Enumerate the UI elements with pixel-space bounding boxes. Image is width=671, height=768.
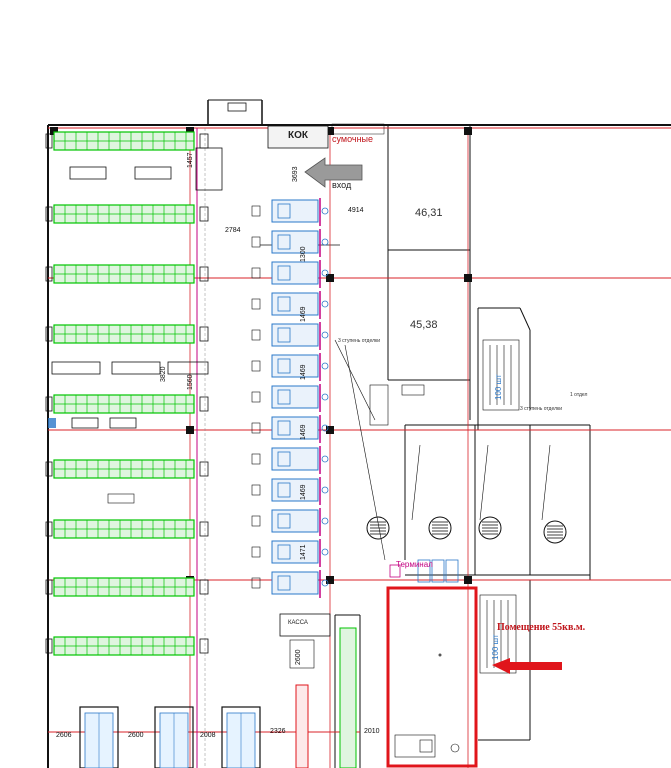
bay-count-2: 100 шт	[491, 634, 500, 660]
display-case	[154, 706, 194, 768]
shelf-rack	[45, 636, 209, 656]
entrance-area: КОК сумочные вход	[267, 123, 385, 190]
structural-columns	[50, 127, 472, 584]
dim-2600-b: 2600	[295, 649, 302, 665]
zone-label-3: 3 ступень отделки	[520, 406, 562, 412]
red-vertical-rack	[295, 684, 309, 768]
bag-storage-label: сумочные	[332, 134, 373, 144]
terminal-label: Терминал	[396, 560, 433, 569]
shelf-rack	[45, 131, 209, 151]
dim-1469-a: 1469	[300, 306, 307, 322]
checkout-counter	[251, 353, 329, 381]
checkout-counter	[251, 415, 329, 443]
top-left-fixtures	[48, 147, 223, 504]
dim-1471: 1471	[300, 544, 307, 560]
ventilation-units	[366, 444, 567, 544]
terminal-area: Терминал	[389, 559, 459, 583]
checkout-counter	[251, 508, 329, 536]
dim-4914: 4914	[348, 207, 364, 214]
dim-2606: 2606	[56, 732, 72, 739]
display-case	[79, 706, 119, 768]
checkout-counter	[251, 260, 329, 288]
shelf-rack	[45, 577, 209, 597]
vent-icon	[543, 520, 567, 544]
rooms: 46,31 45,38 3 ступень отделки 1 отдел 3 …	[334, 207, 587, 561]
column-marker	[186, 127, 194, 135]
checkout-counter	[251, 539, 329, 567]
dim-1469-d: 1469	[300, 484, 307, 500]
shelving-racks	[45, 131, 209, 656]
checkout-counter	[251, 198, 329, 226]
storage-bays: 100 шт 100 шт	[479, 339, 520, 674]
shelf-rack	[45, 264, 209, 284]
bottom-display-cases	[79, 706, 261, 768]
column-marker	[464, 274, 472, 282]
shelf-rack	[45, 204, 209, 224]
dimension-labels: 2784 4914 2606 2600 2008 2326 2010 3820 …	[56, 152, 380, 739]
zone-label-1: 3 ступень отделки	[338, 338, 380, 344]
dim-1457: 1457	[187, 152, 194, 168]
checkout-counter	[251, 446, 329, 474]
shelf-rack	[45, 459, 209, 479]
shelf-rack	[45, 394, 209, 414]
dim-1469-b: 1469	[300, 364, 307, 380]
bay-count-1: 100 шт	[494, 374, 503, 400]
dim-2008: 2008	[200, 732, 216, 739]
column-marker	[326, 426, 334, 434]
building-outline	[47, 99, 671, 768]
checkout-counter	[251, 477, 329, 505]
premise-callout: Помещение 55кв.м.	[492, 622, 586, 674]
dim-2784: 2784	[225, 227, 241, 234]
cash-desk-label: КАССА	[288, 620, 308, 626]
room-area-1: 46,31	[415, 207, 443, 219]
dim-2010: 2010	[364, 728, 380, 735]
entry-arrow-icon	[304, 157, 363, 188]
callout-arrow-icon	[492, 658, 562, 674]
column-marker	[464, 127, 472, 135]
vent-icon	[366, 516, 390, 540]
dim-3820: 3820	[160, 366, 167, 382]
cash-desk-area: КАССА	[279, 613, 357, 768]
dim-2600: 2600	[128, 732, 144, 739]
column-marker	[50, 127, 58, 135]
duct-line	[541, 444, 551, 521]
shelf-rack	[45, 519, 209, 539]
checkout-counter	[251, 322, 329, 350]
vent-icon	[428, 516, 452, 540]
duct-line	[411, 444, 421, 521]
room-area-2: 45,38	[410, 319, 438, 331]
dim-1560: 1560	[187, 374, 194, 390]
checkout-counter	[251, 229, 329, 257]
dim-2326: 2326	[270, 728, 286, 735]
column-marker	[186, 426, 194, 434]
column-marker	[326, 274, 334, 282]
entry-label: вход	[332, 180, 352, 190]
checkout-counter	[251, 291, 329, 319]
column-marker	[464, 576, 472, 584]
dim-1469-c: 1469	[300, 424, 307, 440]
kok-label: КОК	[288, 130, 309, 141]
checkout-counter	[251, 570, 329, 598]
premise-callout-text: Помещение 55кв.м.	[497, 622, 586, 633]
duct-line	[479, 444, 489, 521]
display-case	[221, 706, 261, 768]
checkout-counter	[251, 384, 329, 412]
zone-label-2: 1 отдел	[570, 392, 587, 398]
vent-icon	[478, 516, 502, 540]
checkout-counters	[251, 198, 329, 598]
dim-1300: 1300	[300, 246, 307, 262]
dim-3693: 3693	[292, 166, 299, 182]
column-marker	[326, 576, 334, 584]
column-marker	[326, 127, 334, 135]
shelf-rack	[45, 324, 209, 344]
premise-highlight	[386, 586, 478, 768]
